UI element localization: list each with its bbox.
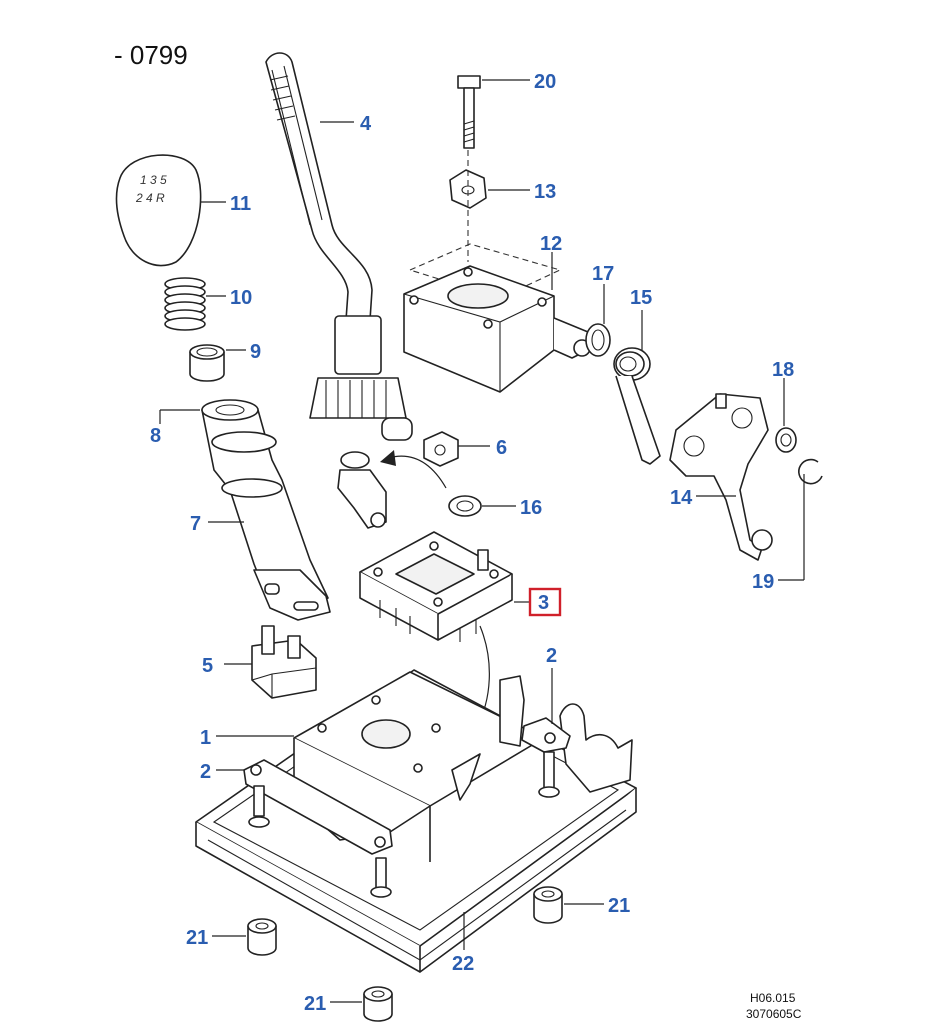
- part-21-bush-c: [363, 986, 393, 1022]
- part-19-circlip: [798, 458, 823, 485]
- range-label: - 0799: [114, 40, 188, 70]
- callout-2b: 2: [546, 645, 557, 667]
- callout-10: 10: [230, 287, 252, 309]
- callout-15: 15: [630, 287, 652, 309]
- knob-pattern-top: 1 3 5: [140, 173, 167, 187]
- callout-12: 12: [540, 233, 562, 255]
- part-15-torsion-spring: [613, 347, 661, 465]
- callout-21a: 21: [608, 895, 630, 917]
- part-18-washer: [775, 427, 797, 453]
- callout-17: 17: [592, 263, 614, 285]
- part-3-guide-plate: [359, 531, 513, 642]
- callout-6: 6: [496, 437, 507, 459]
- reference-code: H06.015: [750, 991, 796, 1005]
- callout-9: 9: [250, 341, 261, 363]
- callout-20: 20: [534, 71, 556, 93]
- part-16-washer: [448, 495, 482, 517]
- callout-21b: 21: [186, 927, 208, 949]
- part-21-bush-b: [247, 918, 277, 956]
- part-4-gear-lever: [265, 52, 413, 529]
- part-1-mounting-bracket: [293, 671, 633, 862]
- callout-16: 16: [520, 497, 542, 519]
- part-8-7-lever-housing: [201, 399, 331, 621]
- callout-4: 4: [360, 113, 372, 135]
- part-12-selector-housing: [403, 243, 591, 393]
- part-9-bush: [189, 344, 225, 382]
- part-21-bush-a: [533, 886, 563, 924]
- callout-5: 5: [202, 655, 213, 677]
- callout-8: 8: [150, 425, 161, 447]
- callout-22: 22: [452, 953, 474, 975]
- part-17-ring: [585, 323, 611, 357]
- callout-21c: 21: [304, 993, 326, 1015]
- callout-13: 13: [534, 181, 556, 203]
- part-2-mounting-strap-left: [243, 759, 393, 898]
- part-20-bolt: [457, 75, 481, 149]
- part-10-spring: [164, 277, 206, 331]
- part-14-selector-lever: [669, 393, 773, 561]
- callout-2a: 2: [200, 761, 211, 783]
- callout-11: 11: [230, 193, 251, 215]
- knob-pattern-bottom: 2 4 R: [135, 191, 165, 205]
- part-6-nut: [423, 431, 459, 467]
- part-2-mounting-strap-right: [521, 717, 571, 798]
- part-3-highlight-box: [528, 587, 562, 617]
- callout-1: 1: [200, 727, 211, 749]
- callout-3: 3: [538, 592, 549, 614]
- reference-number: 3070605C: [746, 1007, 802, 1021]
- callout-7: 7: [190, 513, 201, 535]
- arrow-head: [380, 450, 396, 466]
- callout-14: 14: [670, 487, 693, 509]
- callout-18: 18: [772, 359, 794, 381]
- part-5-clip: [251, 625, 317, 699]
- callout-19: 19: [752, 571, 774, 593]
- part-11-gear-knob: 1 3 5 2 4 R: [115, 154, 202, 267]
